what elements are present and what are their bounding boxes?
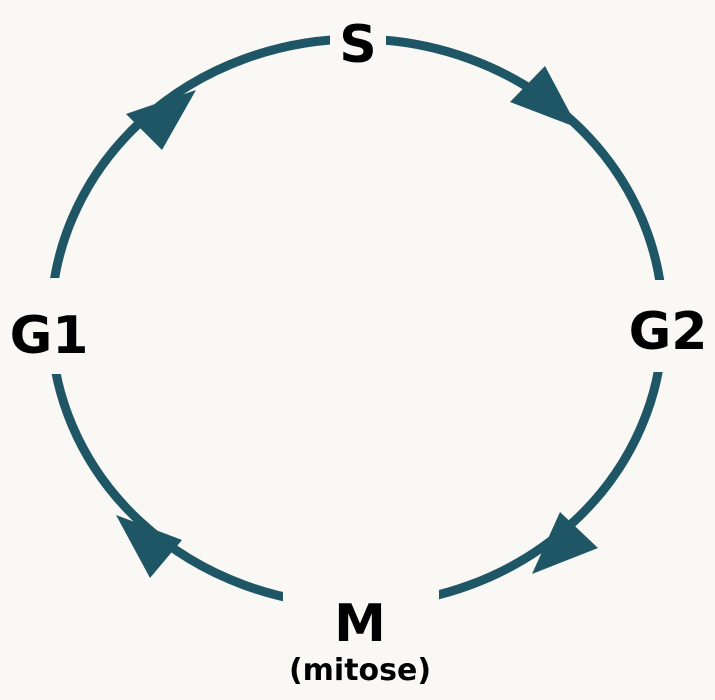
- label-bg-s: [330, 14, 386, 72]
- phase-label-g1: G1: [10, 306, 89, 366]
- label-bg-m: [283, 575, 439, 690]
- phase-label-m-sub: (mitose): [289, 653, 431, 688]
- arrow-m-to-g1: [116, 515, 182, 578]
- phase-label-g2: G2: [629, 302, 708, 362]
- arrow-g1-to-s: [126, 90, 196, 150]
- arrow-g2-to-m: [532, 512, 598, 574]
- arrow-s-to-g2: [510, 66, 578, 128]
- phase-label-s: S: [339, 15, 376, 75]
- label-bg-g1: [0, 278, 98, 374]
- label-bg-g2: [626, 280, 715, 372]
- phase-label-m: M: [334, 594, 386, 654]
